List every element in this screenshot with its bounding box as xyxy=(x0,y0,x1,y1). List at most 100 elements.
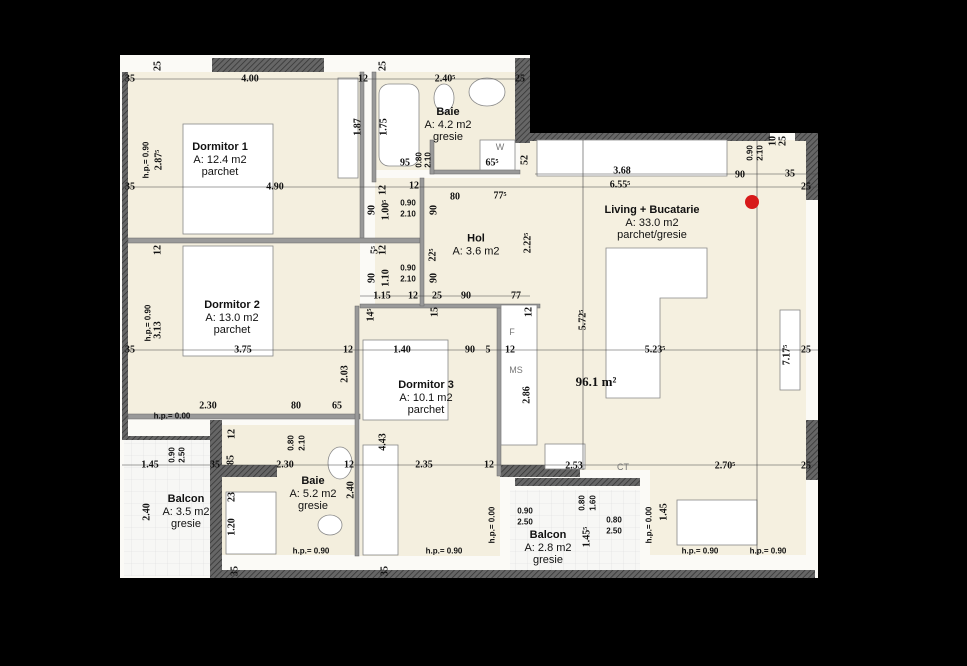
total-area: 96.1 m² xyxy=(575,374,617,389)
dimension-label: 22⁵ xyxy=(427,248,439,262)
dimension-label: 2.10 xyxy=(400,274,416,284)
dimension-label: 0.80 xyxy=(286,435,296,451)
dimension-label: h.p.= 0.00 xyxy=(487,506,497,544)
toilet-3 xyxy=(317,514,343,536)
dimension-label: h.p.= 0.90 xyxy=(141,141,151,179)
dimension-label: 12 xyxy=(377,245,389,255)
dimension-label: 2.70⁵ xyxy=(714,460,736,472)
sink-1 xyxy=(468,77,506,107)
dimension-label: 12 xyxy=(377,185,389,195)
dimension-label: 80 xyxy=(450,191,460,203)
dimension-label: 12 xyxy=(344,459,354,471)
room-name: Balcon xyxy=(529,529,567,542)
dimension-label: 5 xyxy=(485,344,491,356)
dining-table xyxy=(676,499,758,546)
room-floor: parchet/gresie xyxy=(617,229,687,242)
dimension-label: 2.22⁵ xyxy=(522,232,534,254)
walls xyxy=(122,58,818,578)
dimension-label: 12 xyxy=(505,344,515,356)
toilet-2 xyxy=(327,446,353,480)
dimension-label: 2.50 xyxy=(517,517,533,527)
dimension-label: 1.60 xyxy=(588,495,598,511)
dimension-label: 35 xyxy=(125,73,135,85)
dimension-label: 25 xyxy=(777,136,789,146)
dimension-label: 65⁵ xyxy=(485,157,499,169)
room-name: Dormitor 3 xyxy=(398,379,454,392)
dimension-label: 25 xyxy=(801,460,811,472)
appliance-label: W xyxy=(495,142,505,152)
room-name: Living + Bucatarie xyxy=(604,204,700,217)
dimension-label: 5.72⁵ xyxy=(577,309,589,331)
dimension-label: 77 xyxy=(511,290,521,302)
dimension-label: 12 xyxy=(226,429,238,439)
dimension-label: 2.10 xyxy=(423,152,433,168)
room-area: A: 4.2 m2 xyxy=(424,118,472,131)
dimension-label: 12 xyxy=(408,290,418,302)
dimension-label: 4.43 xyxy=(377,433,389,451)
appliance-label: MS xyxy=(509,365,523,375)
dimension-label: 2.40 xyxy=(141,503,153,521)
dimension-label: 2.10 xyxy=(400,209,416,219)
dimension-label: 0.90 xyxy=(400,263,416,273)
room-floor: parchet xyxy=(201,166,239,179)
dimension-label: 1.15 xyxy=(373,290,391,302)
room-floor: gresie xyxy=(298,500,328,513)
washer xyxy=(479,139,516,171)
sofa xyxy=(605,247,708,399)
dimension-label: 90 xyxy=(465,344,475,356)
dimension-label: 90 xyxy=(428,273,440,283)
room-floor: gresie xyxy=(171,518,201,531)
room-floor: parchet xyxy=(213,324,251,337)
dimension-label: 35 xyxy=(210,459,220,471)
dimension-label: 90 xyxy=(735,169,745,181)
dimension-label: 14⁵ xyxy=(365,308,377,322)
dimension-label: 1.45⁵ xyxy=(581,526,593,548)
dimension-label: 90 xyxy=(366,273,378,283)
location-marker xyxy=(745,195,759,209)
floor-balcon-1 xyxy=(124,440,210,576)
kitchen-counter-2 xyxy=(536,139,728,177)
dimension-label: h.p.= 0.90 xyxy=(292,546,330,556)
room-name: Hol xyxy=(467,232,485,245)
dimension-label: 12 xyxy=(343,344,353,356)
dimension-label: 1.45 xyxy=(658,503,670,521)
dimension-label: 3.68 xyxy=(613,165,631,177)
dimension-label: 3.75 xyxy=(234,344,252,356)
dimension-label: 35 xyxy=(125,181,135,193)
dimension-label: 52 xyxy=(519,155,531,165)
dimension-label: 1.40 xyxy=(393,344,411,356)
dimension-label: 25 xyxy=(152,61,164,71)
room-area: A: 3.5 m2 xyxy=(162,505,210,518)
bed-2 xyxy=(182,245,274,357)
dimension-label: 2.10 xyxy=(297,435,307,451)
dimension-label: 1.00⁵ xyxy=(380,199,392,221)
bathtub xyxy=(378,83,420,167)
dimension-label: 0.80 xyxy=(577,495,587,511)
partitions xyxy=(127,71,541,557)
dimension-label: 12 xyxy=(523,307,535,317)
dimension-label: 1.45 xyxy=(141,459,159,471)
dimension-label: 35 xyxy=(125,344,135,356)
dimension-lines xyxy=(122,78,818,555)
bed-1 xyxy=(182,123,274,235)
bed-3 xyxy=(362,339,449,421)
dimension-label: h.p.= 0.90 xyxy=(425,546,463,556)
dimension-label: h.p.= 0.90 xyxy=(749,546,787,556)
desk xyxy=(362,444,399,556)
dimension-label: h.p.= 0.00 xyxy=(153,411,191,421)
shower xyxy=(225,491,277,555)
dimension-label: 1.87 xyxy=(352,118,364,136)
dimension-label: 77⁵ xyxy=(493,190,507,202)
dimension-label: 3.13 xyxy=(152,321,164,339)
dimension-label: 4.00 xyxy=(241,73,259,85)
dimension-label: 1.10 xyxy=(380,269,392,287)
dimension-label: 90 xyxy=(428,205,440,215)
dimension-label: h.p.= 0.90 xyxy=(143,304,153,342)
